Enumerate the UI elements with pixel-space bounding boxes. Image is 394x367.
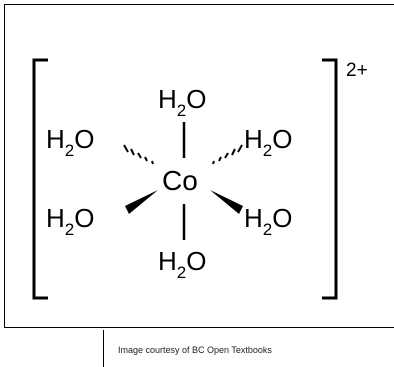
image-caption: Image courtesy of BC Open Textbooks xyxy=(118,345,272,355)
right-bracket xyxy=(322,58,338,300)
ligand-upper-right: H2O xyxy=(244,124,292,160)
bond-lower-left-wedge xyxy=(125,190,158,214)
center-atom-label: Co xyxy=(162,165,198,196)
ligand-lower-right: H2O xyxy=(244,203,292,239)
octahedral-complex-diagram: 2+ Co H2O H2O H2O H2O H2O H2O xyxy=(32,58,368,300)
caption-divider xyxy=(103,330,104,367)
bond-upper-right-hashed xyxy=(212,144,243,165)
ligand-upper-left: H2O xyxy=(46,124,94,160)
bond-upper-left-hashed xyxy=(123,144,154,165)
bond-lower-right-wedge xyxy=(210,190,243,214)
left-bracket xyxy=(32,58,48,300)
charge-label: 2+ xyxy=(346,60,368,81)
ligand-lower-left: H2O xyxy=(46,203,94,239)
diagram-frame xyxy=(4,4,394,328)
ligand-bottom: H2O xyxy=(158,246,206,282)
ligand-top: H2O xyxy=(158,84,206,120)
